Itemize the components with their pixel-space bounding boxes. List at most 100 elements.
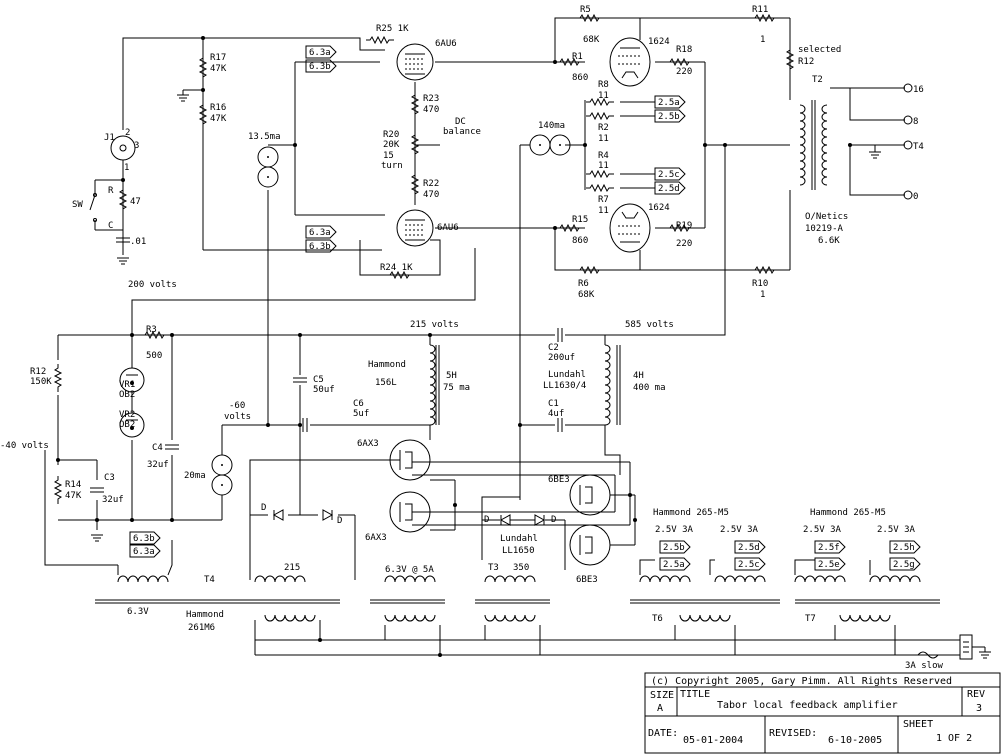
transformer-t7-secondary-a [794,575,846,583]
current-source-140ma [529,134,551,156]
label-r17: R17 [210,53,226,63]
label-r15: R15 [572,215,588,225]
tag-2-5g: 2.5g [893,560,915,570]
transformer-t4-primary [264,614,316,622]
fuse-3a-slow [917,651,939,659]
label-r22: R22 [423,179,439,189]
tube-1624-lower [609,203,651,253]
label-hammond-t4: Hammond [186,610,224,620]
diode-d [500,514,511,526]
capacitor-c5 [292,377,308,383]
label-r7: R7 [598,195,609,205]
label-c: C [108,221,113,231]
transformer-t6-secondary-a [639,575,691,583]
rev-value: 3 [976,703,982,714]
terminal-4 [903,140,913,150]
label-2-5v-3a: 2.5V 3A [877,525,916,535]
label-140ma: 140ma [538,121,565,131]
drawing-title: Tabor local feedback amplifier [717,700,898,711]
label-volts: volts [224,412,251,422]
label-r5-value: 68K [583,35,600,45]
label-t2: T2 [812,75,823,85]
label-350: 350 [513,563,529,573]
grounds [90,90,882,542]
label-r2-value: 11 [598,134,609,144]
resistor-r5 [575,14,605,22]
date-value: 05-01-2004 [683,735,743,746]
resistor-r11 [750,14,780,22]
label-75ma: 75 ma [443,383,470,393]
choke-hammond-156l [429,344,440,426]
diode-d [322,509,333,521]
output-transformer-t2 [799,100,828,190]
label-c4: C4 [152,443,163,453]
tubes [119,37,651,566]
label-lundahl-choke: Lundahl [548,370,586,380]
capacitor-c3 [89,487,105,493]
label-c6: C6 [353,399,364,409]
label-diode-d: D [261,503,266,513]
label-c1: C1 [548,399,559,409]
resistor-r18 [665,58,695,66]
resistor-r22 [411,170,419,200]
label-hammond-265-m5-t6: Hammond 265-M5 [653,508,729,518]
capacitors [89,237,563,493]
label-hammond-265-m5-t7: Hammond 265-M5 [810,508,886,518]
label-r1: R1 [572,52,583,62]
label-r-value: 47 [130,197,141,207]
tube-6ax3-upper [389,439,431,481]
revised-value: 6-10-2005 [828,735,882,746]
diode-d [273,509,284,521]
label-585-volts: 585 volts [625,320,674,330]
label-ll1650: LL1650 [502,546,535,556]
label-r6: R6 [578,279,589,289]
label-terminal-16: 16 [913,85,924,95]
label-vr1: VR1 [119,380,135,390]
resistor-r12-150k [54,363,62,393]
label-hammond-choke: Hammond [368,360,406,370]
label-terminal-8: 8 [913,117,918,127]
label-215: 215 [284,563,300,573]
label-3a-slow: 3A slow [905,661,944,671]
tag-6-3b: 6.3b [133,534,155,544]
label-r3: R3 [146,325,157,335]
label-c6-value: 5uf [353,409,369,419]
label-vr2-ob2: OB2 [119,420,135,430]
label-selected: selected [798,45,841,55]
label-r11-value: 1 [760,35,765,45]
label-2-5v-3a: 2.5V 3A [720,525,759,535]
label-c-value: .01 [130,237,146,247]
label-r24: R24 1K [380,263,413,273]
label-r20-value: 20K [383,140,400,150]
tag-2-5e: 2.5e [818,560,840,570]
sheet-value: 1 OF 2 [936,733,972,744]
label-156l: 156L [375,378,397,388]
label-vr2: VR2 [119,410,135,420]
label-c1-value: 4uf [548,409,564,419]
label-t3: T3 [488,563,499,573]
label-pin-3: 3 [134,141,139,151]
choke-lundahl-ll1630 [604,344,621,426]
resistor-r10 [750,266,780,274]
resistor-r7 [585,184,615,192]
label-r18: R18 [676,45,692,55]
resistor-r25 [365,36,395,44]
label-r14: R14 [65,480,81,490]
terminal-8 [903,115,913,125]
current-source-13-5ma [257,146,279,168]
transformer-heater-primary [384,614,436,622]
label-t7: T7 [805,614,816,624]
current-source-13-5ma [257,166,279,188]
title-block: (c) Copyright 2005, Gary Pimm. All Right… [644,672,1001,754]
label-13-5ma: 13.5ma [248,132,281,142]
label-r11: R11 [752,5,768,15]
revised-label: REVISED: [769,728,817,739]
transformer-t6-secondary-b [714,575,766,583]
label-r15-value: 860 [572,236,588,246]
tag-6-3a: 6.3a [133,547,155,557]
label-diode-d: D [484,515,489,525]
label-400ma: 400 ma [633,383,666,393]
transformer-t3-secondary [484,575,536,583]
label-r16: R16 [210,103,226,113]
resistor-r20-pot [411,130,419,160]
